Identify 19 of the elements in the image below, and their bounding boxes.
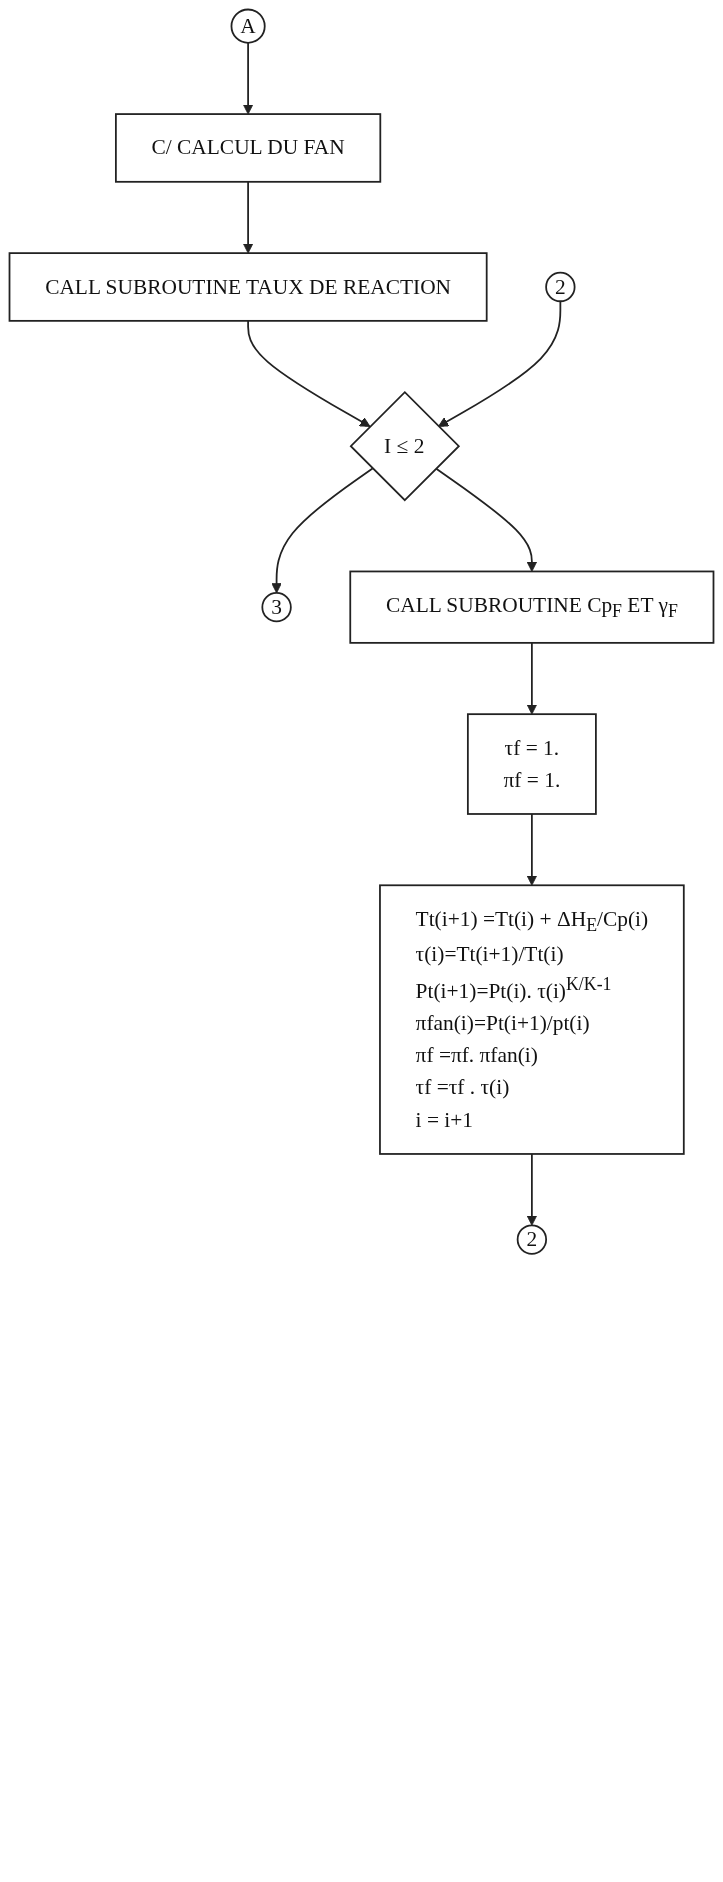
arrow — [526, 1153, 538, 1226]
node-box: C/ CALCUL DU FAN — [115, 113, 382, 183]
arrow — [271, 467, 374, 594]
node-box: τf = 1. πf = 1. — [466, 713, 597, 815]
node-circle: 2 — [516, 1224, 548, 1255]
node-box: Tt(i+1) =Tt(i) + ΔH$_{E}$/Cp(i) τ(i)=Tt(i+1)/Tt(i) Pt(i+1)=Pt(i). τ(i)$^{K/K-1}$ πfan(i)=Pt(i+1)/pt(i) πf =πf. πfan(i) τf =τf . τ(i) i = i+1 — [379, 884, 685, 1155]
arrow — [526, 641, 538, 715]
node-circle: A — [230, 8, 266, 44]
node-box: CALL SUBROUTINE TAUX DE REACTION — [8, 252, 488, 322]
node-circle: 2 — [545, 271, 576, 303]
arrow — [247, 319, 371, 427]
arrow — [242, 41, 254, 115]
arrow — [438, 300, 562, 427]
node-box: CALL SUBROUTINE Cp$_{F}$ ET γ$_{F}$ — [349, 570, 715, 644]
arrow — [242, 180, 254, 254]
node-diamond: I ≤ 2 — [349, 390, 461, 502]
arrow — [526, 813, 538, 886]
arrow — [435, 467, 538, 572]
node-circle: 3 — [261, 592, 292, 623]
